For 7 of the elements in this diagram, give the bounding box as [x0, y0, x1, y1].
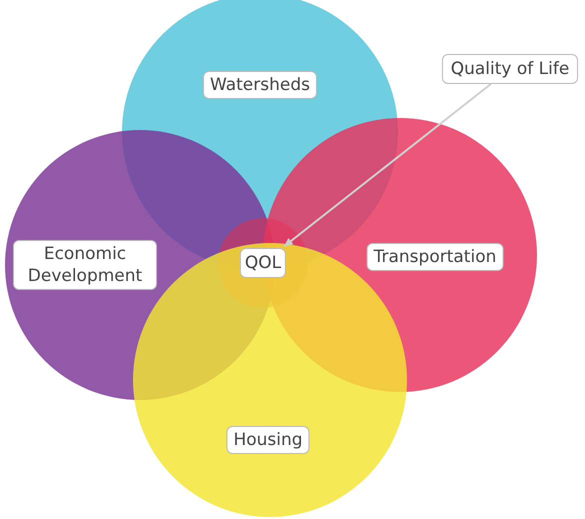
- leader-line: [284, 83, 492, 247]
- circle-label: Economic Development: [13, 240, 157, 290]
- circle-label: Housing: [226, 426, 310, 454]
- callout-label: Quality of Life: [442, 54, 578, 84]
- circle-label: Watersheds: [203, 71, 317, 99]
- circle-label: Transportation: [366, 243, 504, 271]
- center-label: QOL: [240, 248, 286, 278]
